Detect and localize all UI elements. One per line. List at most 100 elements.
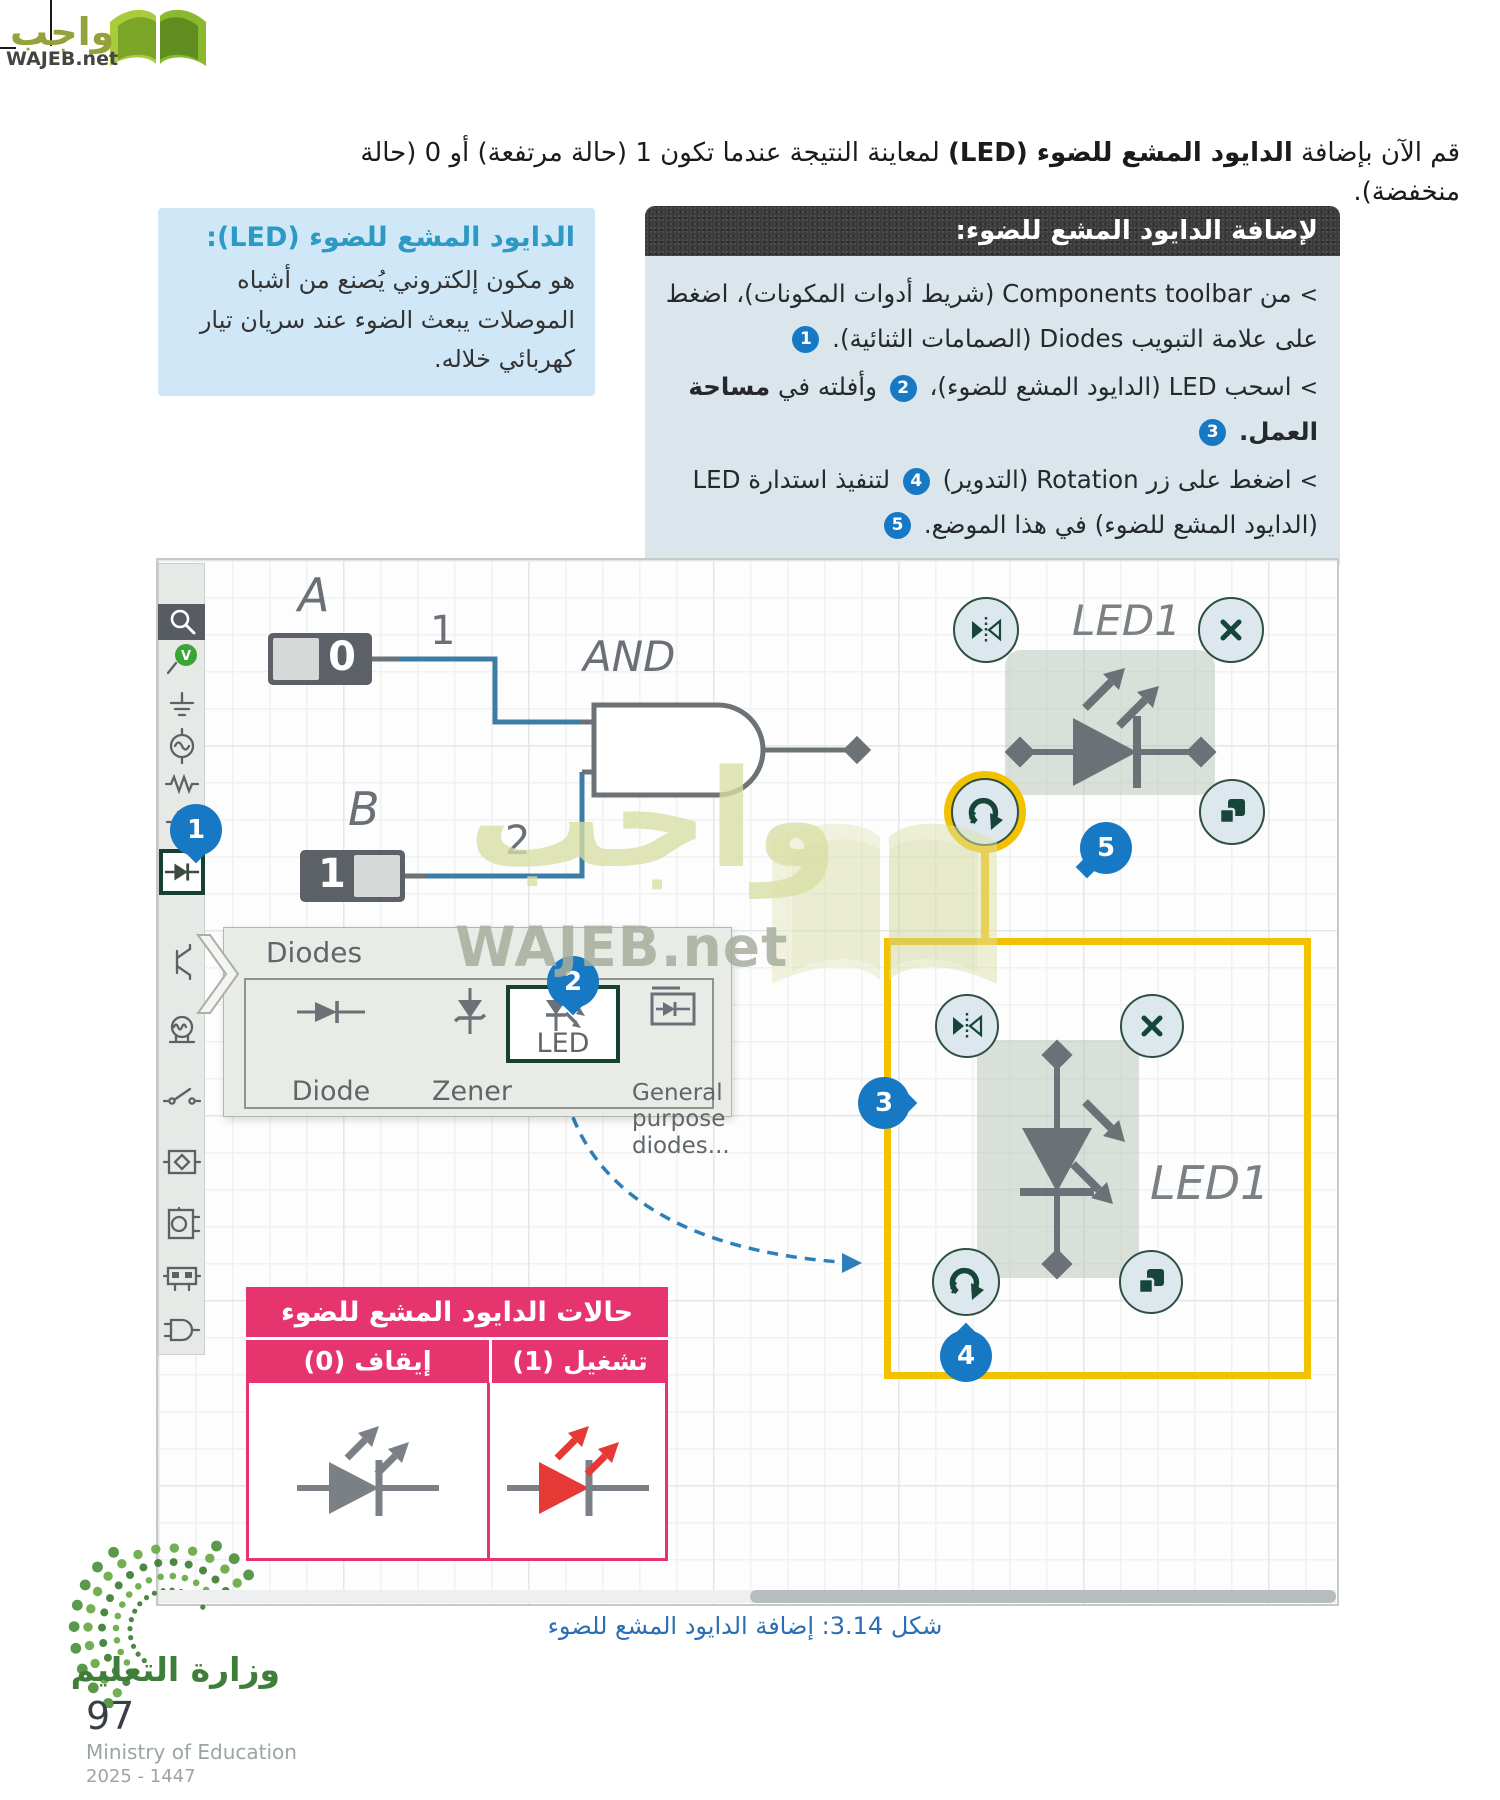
badge-1: 1	[170, 804, 222, 856]
transistor-icon	[175, 943, 192, 981]
svg-text:V: V	[181, 649, 191, 664]
lamp-icon	[168, 1015, 196, 1044]
rotate-button-top[interactable]	[951, 778, 1019, 846]
close-button-dropped[interactable]	[1120, 994, 1184, 1058]
intro-pre: قم الآن بإضافة	[1292, 138, 1460, 168]
crystal-icon	[162, 1149, 202, 1175]
toolbar-ac-source-button[interactable]	[163, 727, 201, 765]
table-title: حالات الدايود المشع للضوء	[246, 1287, 668, 1337]
toolbar-resistor-button[interactable]	[163, 766, 201, 802]
diode-icon	[164, 863, 200, 881]
popup-item-label: LED	[536, 1028, 590, 1059]
toolbar-crystal-button[interactable]	[162, 1144, 202, 1180]
copy-icon	[1137, 1269, 1164, 1295]
logic-gate-icon	[163, 1318, 201, 1342]
input-b-label: B	[348, 782, 380, 836]
flip-button-top[interactable]	[953, 597, 1019, 663]
table-col-on: تشغيل (1)	[512, 1346, 648, 1377]
page-number: 97	[86, 1694, 135, 1738]
led1-top-label: LED1	[1072, 596, 1181, 645]
wire-a	[372, 656, 596, 725]
badge-3: 3	[858, 1077, 910, 1129]
sidenote-title: الدايود المشع للضوء (LED):	[206, 222, 575, 253]
led-states-table: حالات الدايود المشع للضوء تشغيل (1) إيقا…	[246, 1287, 668, 1561]
led-on-symbol	[506, 1426, 649, 1516]
sidenote-box: الدايود المشع للضوء (LED): هو مكون إلكتر…	[158, 208, 595, 396]
led-icon	[546, 992, 585, 1031]
rotate-icon	[949, 1267, 984, 1300]
edition-year: 2025 - 1447	[86, 1766, 196, 1787]
close-button-top[interactable]	[1198, 597, 1264, 663]
instruction-step: >اضغط على زر Rotation (التدوير) 4 لتنفيذ…	[692, 465, 1318, 540]
input-b-value: 1	[318, 851, 346, 897]
toolbar-lamp-button[interactable]	[163, 1014, 201, 1050]
ministry-logo-arabic: وزارة التعليم	[70, 1650, 280, 1689]
resistor-icon	[164, 773, 200, 795]
voltage-probe-icon: V	[166, 644, 197, 675]
step-number-badge: 1	[792, 326, 820, 354]
crop-mark-horizontal	[0, 47, 16, 49]
step-number-badge: 2	[889, 374, 917, 402]
step-number-badge: 5	[884, 512, 912, 540]
book-icon	[110, 9, 206, 66]
toolbar-op-amp-button[interactable]	[163, 1206, 201, 1242]
toolbar-ground-button[interactable]	[163, 688, 201, 724]
switch-icon	[162, 1087, 202, 1105]
table-header-row: تشغيل (1) إيقاف (0)	[246, 1337, 668, 1383]
general-diodes-icon	[650, 986, 696, 1026]
toolbar-logic-gate-button[interactable]	[163, 1312, 201, 1348]
canvas-scrollbar-thumb[interactable]	[750, 1590, 1336, 1603]
flip-button-dropped[interactable]	[935, 994, 999, 1058]
table-body-row	[246, 1383, 668, 1561]
wire-2-label: 2	[505, 818, 531, 864]
figure-caption: شكل 3.14: إضافة الدايود المشع للضوء	[547, 1612, 943, 1640]
input-b-toggle[interactable]: 1	[300, 850, 405, 902]
intro-post: لمعاينة النتيجة عندما تكون 1 (حالة مرتفع…	[360, 138, 1460, 207]
led-off-symbol	[297, 1426, 440, 1516]
instruction-box-header: لإضافة الدايود المشع للضوء:	[645, 206, 1340, 256]
toggle-knob[interactable]	[273, 638, 319, 680]
wajeb-logo: واجب WAJEB.net	[6, 2, 216, 72]
instruction-step: >اسحب LED (الدايود المشع للضوء)، 2 وأفلت…	[688, 372, 1318, 447]
step-number-badge: 3	[1199, 419, 1227, 447]
ministry-logo-dots	[68, 1540, 255, 1708]
intro-bold: الدايود المشع للضوء (LED)	[948, 138, 1293, 168]
badge-5: 5	[1080, 822, 1132, 874]
copy-icon	[1218, 799, 1245, 825]
toolbar-diode-tool-selected[interactable]	[159, 849, 205, 895]
toolbar-voltage-probe-button[interactable]: V	[163, 642, 201, 678]
popup-title: Diodes	[266, 936, 363, 969]
input-a-label: A	[298, 568, 330, 622]
selection-highlight-box	[884, 938, 1311, 1379]
toolbar-relay-button[interactable]	[162, 1259, 202, 1295]
step-number-badge: 4	[902, 467, 930, 495]
toolbar-transistor-button[interactable]	[163, 943, 201, 981]
flip-horizontal-icon	[972, 617, 1002, 643]
ministry-name-english: Ministry of Education	[86, 1740, 297, 1764]
led-symbol-vertical	[1020, 1039, 1125, 1280]
badge-4: 4	[940, 1330, 992, 1382]
wire-1-label: 1	[430, 608, 456, 654]
sidenote-body: هو مكون إلكتروني يُصنع من أشباه الموصلات…	[199, 266, 575, 374]
rotate-button-dropped[interactable]	[932, 1248, 1000, 1316]
table-col-off: إيقاف (0)	[246, 1340, 493, 1383]
popup-item-label: General purpose diodes...	[632, 1080, 730, 1159]
instruction-step: >من Components toolbar (شريط أدوات المكو…	[665, 279, 1318, 354]
input-a-toggle[interactable]: 0	[268, 633, 372, 685]
diode-icon	[297, 1001, 365, 1023]
rotate-icon	[968, 797, 1003, 830]
flip-horizontal-icon	[953, 1013, 983, 1039]
logo-latin: WAJEB.net	[6, 48, 119, 70]
toggle-knob[interactable]	[354, 855, 400, 897]
ground-icon	[169, 691, 195, 717]
close-icon	[1220, 619, 1242, 641]
copy-button-top[interactable]	[1199, 779, 1265, 845]
intro-paragraph: قم الآن بإضافة الدايود المشع للضوء (LED)…	[280, 134, 1460, 212]
and-gate[interactable]	[591, 702, 872, 798]
input-a-value: 0	[328, 634, 356, 680]
zener-diode-icon	[453, 988, 487, 1034]
copy-button-dropped[interactable]	[1119, 1250, 1183, 1314]
search-tool[interactable]	[158, 604, 205, 640]
toolbar-switch-button[interactable]	[162, 1079, 202, 1115]
led1-dropped-label: LED1	[1150, 1156, 1270, 1210]
